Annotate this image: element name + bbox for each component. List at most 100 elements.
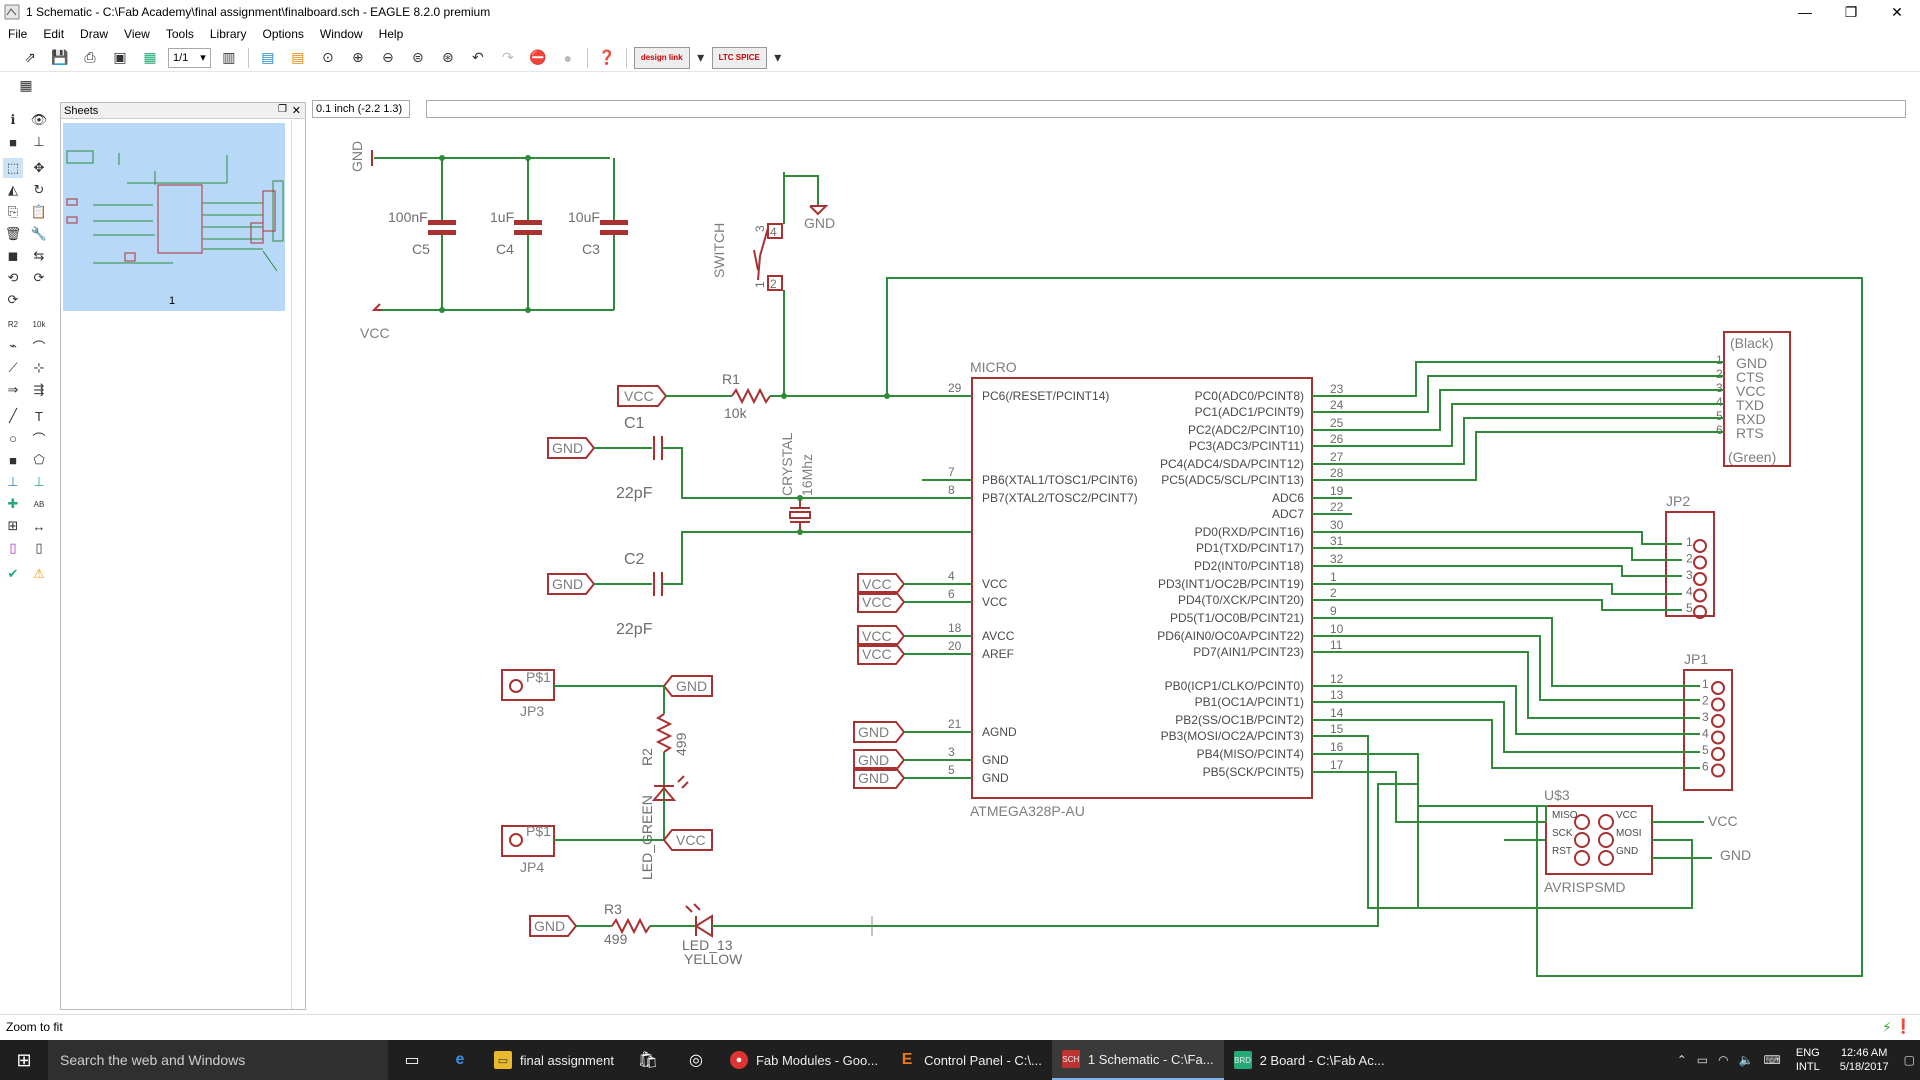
miter-icon[interactable]: ⌒ <box>32 339 46 355</box>
design-link-button[interactable]: design link <box>633 46 690 69</box>
edge-icon[interactable]: e <box>455 1051 465 1068</box>
store-icon[interactable]: 🛍 <box>637 1052 659 1069</box>
wrench-icon[interactable]: 🔧 <box>30 226 48 241</box>
sheet-select[interactable]: 1/1▾ <box>168 47 211 68</box>
menu-draw[interactable]: Draw <box>80 27 109 41</box>
ulp-icon[interactable]: ▤ <box>291 49 305 65</box>
menu-help[interactable]: Help <box>378 27 404 41</box>
gateswap-icon[interactable]: ⟳ <box>33 270 45 285</box>
move-icon[interactable]: ✥ <box>33 160 45 175</box>
undo-icon[interactable]: ↶ <box>471 49 484 65</box>
float-icon[interactable]: ❐ <box>278 104 287 115</box>
circle-icon[interactable]: ○ <box>9 430 17 446</box>
frame-icon[interactable]: ▯ <box>9 540 17 555</box>
open-icon[interactable]: ⇗ <box>24 49 36 65</box>
pad-jp4[interactable]: P$1 JP4 <box>501 823 555 875</box>
menu-file[interactable]: File <box>8 27 28 41</box>
erc-icon[interactable]: ✔ <box>7 566 19 581</box>
redo-icon[interactable]: ↷ <box>501 49 514 65</box>
network-icon[interactable]: ◠ <box>1718 1053 1729 1067</box>
info-icon[interactable]: ℹ <box>10 112 16 127</box>
show-icon[interactable]: 👁 <box>30 112 48 127</box>
close-button[interactable]: ✕ <box>1891 3 1903 20</box>
led-yellow[interactable]: LED_13 YELLOW <box>682 903 743 967</box>
resistor-r1[interactable]: R1 10k <box>722 371 771 421</box>
rect-icon[interactable]: ■ <box>9 452 17 468</box>
select-icon[interactable]: ⬚ <box>3 158 23 178</box>
menu-edit[interactable]: Edit <box>43 27 65 41</box>
arc-icon[interactable]: ⌒ <box>32 431 46 447</box>
vertical-scrollbar[interactable] <box>1908 120 1920 996</box>
crystal-component[interactable]: CRYSTAL 16Mhz <box>779 433 815 532</box>
capacitor-c4[interactable]: 1uF C4 <box>490 209 542 257</box>
net-icon[interactable]: ⊥ <box>7 474 19 489</box>
close-icon[interactable]: ✕ <box>291 105 301 117</box>
pinswap-icon[interactable]: ⟲ <box>7 270 19 285</box>
zoom-in-icon[interactable]: ⊕ <box>351 49 364 65</box>
value-icon[interactable]: 10k <box>32 319 46 329</box>
name-icon[interactable]: R2 <box>7 319 19 329</box>
chevron-down-icon[interactable]: ▾ <box>697 49 705 65</box>
invoke-icon[interactable]: ⟳ <box>7 292 19 307</box>
bus-icon[interactable]: ⊥ <box>33 474 45 489</box>
sheets-scrollbar[interactable] <box>291 120 305 1009</box>
keyboard-icon[interactable]: ⌨ <box>1763 1053 1781 1067</box>
taskbar-item-explorer[interactable]: ▭final assignment <box>484 1040 624 1080</box>
slice-icon[interactable]: ⇒ <box>7 382 19 397</box>
label-icon[interactable]: AB <box>33 499 45 509</box>
schematic-drawing[interactable]: .w { stroke: #2e8b3a; stroke-width: 2; f… <box>312 120 1908 996</box>
taskbar-item-chrome[interactable]: ●Fab Modules - Goo... <box>720 1040 888 1080</box>
stop-icon[interactable]: ⛔ <box>529 49 547 65</box>
board-switch-icon[interactable]: ▦ <box>143 49 157 65</box>
windows-start-icon[interactable]: ⊞ <box>16 1049 32 1070</box>
zoom-fit-icon[interactable]: ⊙ <box>321 49 334 65</box>
module-icon[interactable]: ▯ <box>35 540 43 555</box>
isp-header[interactable]: U$3 AVRISPSMD MISO VCC SCK MOSI RST GND <box>1544 787 1653 895</box>
sheet-thumbnail[interactable] <box>63 123 285 311</box>
mcu-atmega328p[interactable]: MICRO ATMEGA328P-AU 29PC6(/RESET/PCINT14… <box>922 359 1352 819</box>
capacitor-c3[interactable]: 10uF C3 <box>568 209 628 257</box>
grid-icon[interactable]: ▦ <box>19 76 33 93</box>
capacitor-c5[interactable]: 100nF C5 <box>388 209 456 257</box>
sheets-icon[interactable]: ▥ <box>222 49 236 65</box>
optimize-icon[interactable]: ⊹ <box>33 360 45 375</box>
split-icon[interactable]: ⟋ <box>8 360 18 375</box>
smash-icon[interactable]: ⌁ <box>9 338 17 353</box>
junction-icon[interactable]: ✚ <box>7 496 19 511</box>
mark-icon[interactable]: ⊥ <box>33 134 45 149</box>
menu-window[interactable]: Window <box>319 27 363 41</box>
wire-icon[interactable]: ╱ <box>9 408 17 423</box>
zoom-select-icon[interactable]: ⊛ <box>441 49 454 65</box>
capacitor-c1[interactable]: C1 22pF <box>616 415 663 502</box>
attribute-icon[interactable]: ⊞ <box>7 518 19 533</box>
text-icon[interactable]: T <box>35 408 43 424</box>
menu-options[interactable]: Options <box>262 27 304 41</box>
change-icon[interactable]: ⇶ <box>33 382 45 397</box>
paste-icon[interactable]: 📋 <box>30 204 48 219</box>
ltc-spice-button[interactable]: LTC SPICE <box>711 46 767 69</box>
polygon-icon[interactable]: ⬠ <box>33 452 45 467</box>
mirror-icon[interactable]: ◭ <box>8 182 18 197</box>
menu-library[interactable]: Library <box>209 27 247 41</box>
zoom-redraw-icon[interactable]: ⊜ <box>411 49 424 65</box>
minimize-button[interactable]: — <box>1798 4 1812 20</box>
resistor-r3[interactable]: R3 499 <box>604 901 651 947</box>
zoom-out-icon[interactable]: ⊖ <box>381 49 394 65</box>
go-icon[interactable]: ● <box>563 49 573 66</box>
taskbar-search[interactable]: Search the web and Windows <box>48 1040 388 1080</box>
alert-icon[interactable]: ❗ <box>1894 1018 1912 1034</box>
capacitor-c2[interactable]: C2 22pF <box>616 551 663 638</box>
copy-icon[interactable]: ⎘ <box>7 204 19 219</box>
dimension-icon[interactable]: ↔ <box>32 518 46 534</box>
pad-jp3[interactable]: P$1 JP3 <box>501 669 555 719</box>
menu-tools[interactable]: Tools <box>165 27 194 41</box>
volume-icon[interactable]: 🔈 <box>1738 1053 1754 1067</box>
resistor-r2[interactable]: R2 499 <box>639 713 689 766</box>
save-icon[interactable]: 💾 <box>51 49 69 65</box>
